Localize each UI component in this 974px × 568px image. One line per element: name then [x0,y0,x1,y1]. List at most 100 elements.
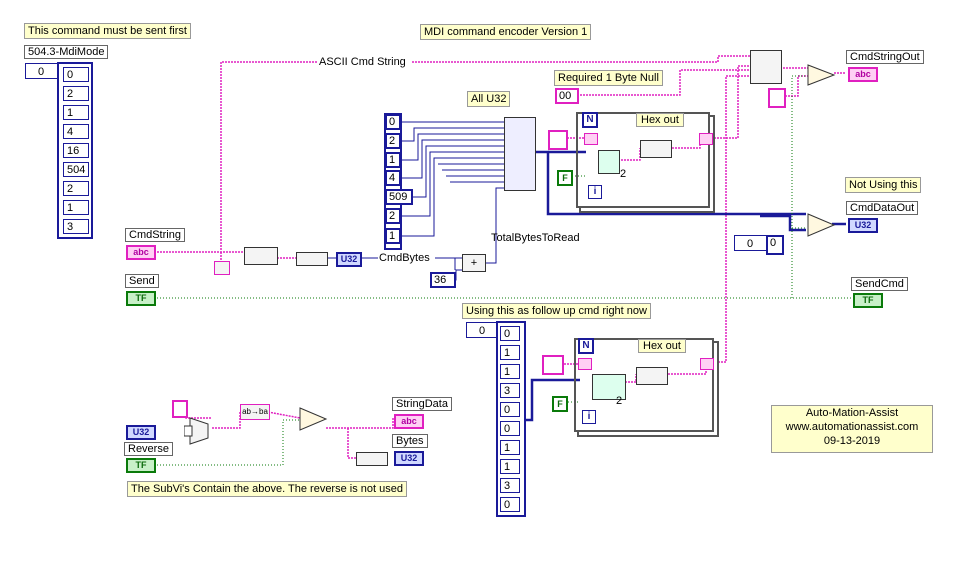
number-to-string-vi[interactable] [592,374,626,400]
bytes-label: Bytes [392,434,428,448]
reverse-string-node[interactable]: ab→ba [240,404,270,420]
array-cell[interactable]: 1 [500,345,520,360]
array-cell[interactable]: 16 [63,143,89,158]
empty-string-const[interactable] [542,355,564,375]
false-const[interactable]: F [557,170,573,186]
note-first-command: This command must be sent first [24,23,191,39]
mdimode-index[interactable]: 0 [25,63,59,79]
to-u32-node[interactable]: U32 [336,252,362,267]
concat-node-loop[interactable] [636,367,668,385]
note-not-using: Not Using this [845,177,922,193]
hex-out-note: Hex out [636,113,684,127]
mdimode-label: 504.3-MdiMode [24,45,109,59]
add-node[interactable]: + [462,254,486,272]
build-array-node[interactable] [504,117,536,191]
array-cell[interactable]: 1 [63,105,89,120]
middle-array-cell[interactable]: 1 [385,152,401,168]
middle-array-cell[interactable]: 2 [385,208,401,224]
array-cell[interactable]: 1 [500,440,520,455]
wire-label-totalbytes: TotalBytesToRead [491,232,580,244]
array-cell[interactable]: 0 [500,497,520,512]
array-cell[interactable]: 0 [500,421,520,436]
array-cell[interactable]: 4 [63,124,89,139]
shift-register-left [578,358,592,370]
hex-out-note: Hex out [638,339,686,353]
empty-string-const[interactable] [172,400,188,418]
middle-array-cell[interactable]: 2 [385,133,401,149]
type-cast-node[interactable] [184,416,214,446]
loop-n-terminal: N [578,338,594,354]
credit-line3: 09-13-2019 [823,435,881,447]
array-cell[interactable]: 3 [500,383,520,398]
array-cell[interactable]: 1 [500,364,520,379]
radix-label: 2 [620,168,627,180]
cmdstring-label: CmdString [125,228,185,242]
loop-n-terminal: N [582,112,598,128]
concat-out-node[interactable] [750,50,782,84]
array-cell[interactable]: 0 [63,67,89,82]
number-to-string-vi[interactable] [598,150,620,174]
shift-register-left [584,133,598,145]
cmddataout-terminal[interactable]: U32 [848,218,878,233]
array-cell[interactable]: 504 [63,162,89,177]
concat-node-loop[interactable] [640,140,672,158]
string-to-bytes-node[interactable] [296,252,328,266]
empty-array-const[interactable]: 0 [766,235,784,255]
reverse-terminal[interactable]: TF [126,458,156,473]
reverse-label: Reverse [124,442,173,456]
array-cell[interactable]: 3 [500,478,520,493]
radix-label: 2 [616,395,623,407]
false-const[interactable]: F [552,396,568,412]
middle-array-cell[interactable]: 509 [385,189,413,205]
loop-i-terminal: i [582,410,596,424]
middle-array-cell[interactable]: 1 [385,228,401,244]
concat-node[interactable] [244,247,278,265]
array-cell[interactable]: 3 [63,219,89,234]
null-const[interactable]: 00 [555,88,579,104]
array-cell[interactable]: 1 [500,459,520,474]
credit-box: Auto-Mation-Assist www.automationassist.… [771,405,933,453]
followup-array: 0 1 1 3 0 0 1 1 3 0 [496,321,526,517]
wire-label-cmdbytes: CmdBytes [379,252,430,264]
array-cell[interactable]: 2 [63,181,89,196]
note-subvi: The SubVi's Contain the above. The rever… [127,481,407,497]
array-cell[interactable]: 1 [63,200,89,215]
string-length-node[interactable] [214,261,230,275]
index-const[interactable]: 0 [734,235,768,251]
cmdstringout-terminal[interactable]: abc [848,67,878,82]
empty-string-const-out[interactable] [768,88,786,108]
note-required-null: Required 1 Byte Null [554,70,663,86]
credit-line2: www.automationassist.com [785,421,919,433]
array-cell[interactable]: 2 [63,86,89,101]
note-all-u32: All U32 [467,91,511,107]
select-node-subvi[interactable] [298,406,328,432]
empty-string-const[interactable] [548,130,568,150]
note-title: MDI command encoder Version 1 [420,24,592,40]
mdimode-array: 0 2 1 4 16 504 2 1 3 [57,62,93,239]
shift-register-right [699,133,713,145]
select-node-mid[interactable] [806,212,836,238]
bytes-terminal[interactable]: U32 [394,451,424,466]
cmddataout-label: CmdDataOut [846,201,919,215]
select-node-top[interactable] [806,63,836,87]
middle-array-cell[interactable]: 0 [385,114,401,130]
credit-line1: Auto-Mation-Assist [805,407,899,419]
array-cell[interactable]: 0 [500,402,520,417]
followup-index[interactable]: 0 [466,322,500,338]
note-follow-up: Using this as follow up cmd right now [462,303,651,319]
sendcmd-terminal[interactable]: TF [853,293,883,308]
stringdata-label: StringData [392,397,452,411]
string-to-bytes-node[interactable] [356,452,388,466]
loop-i-terminal: i [588,185,602,199]
wire-label-ascii: ASCII Cmd String [319,56,406,68]
stringdata-terminal[interactable]: abc [394,414,424,429]
middle-array-cell[interactable]: 4 [385,170,401,186]
cmdstring-terminal[interactable]: abc [126,245,156,260]
shift-register-right [700,358,714,370]
array-cell[interactable]: 0 [500,326,520,341]
u32-input-terminal[interactable]: U32 [126,425,156,440]
send-terminal[interactable]: TF [126,291,156,306]
total-const[interactable]: 36 [430,272,456,288]
send-label: Send [125,274,159,288]
